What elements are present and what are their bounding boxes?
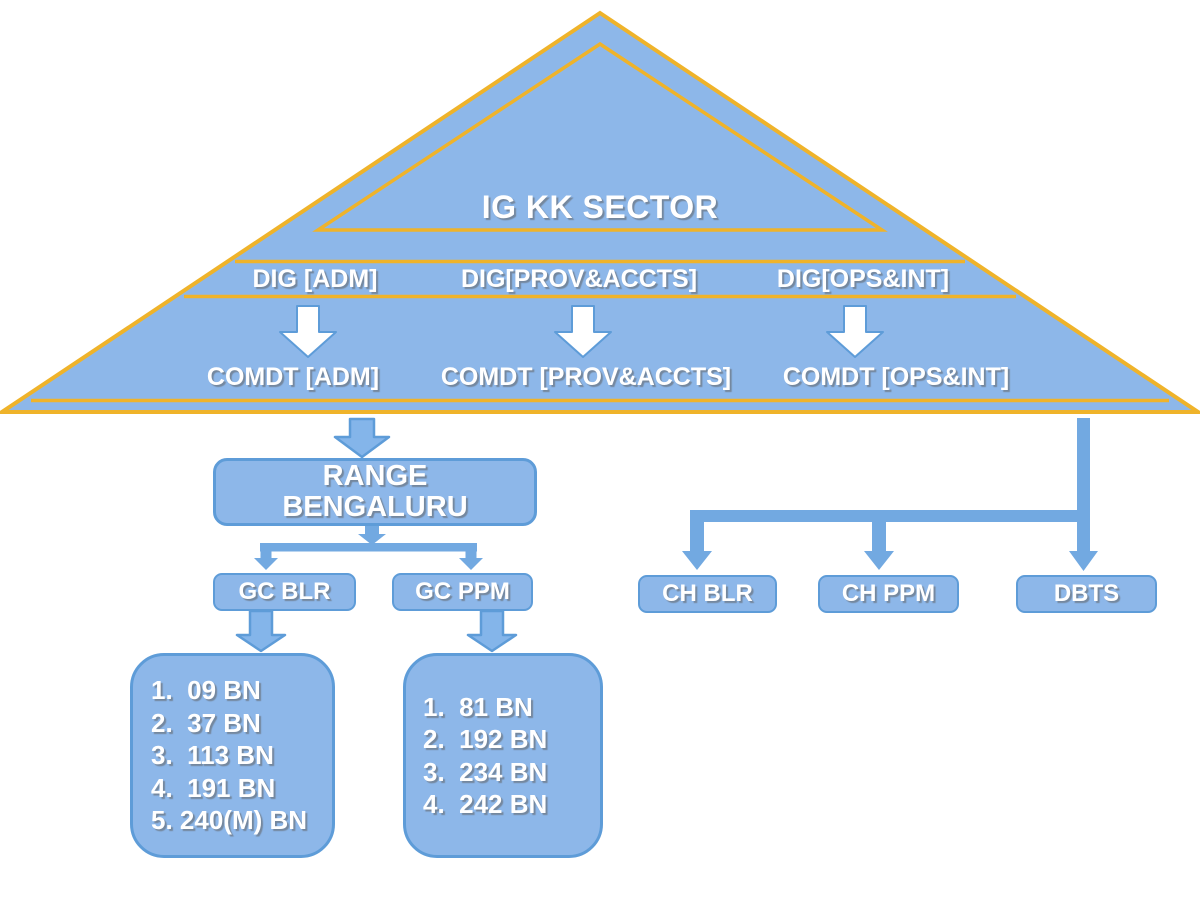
comdt-ops-int-label: COMDT [OPS&INT]: [782, 363, 1010, 391]
right-branch-horizontal-bar: [690, 510, 1090, 522]
pyramid-title: IG KK SECTOR: [481, 189, 719, 225]
drop-arrowhead-ch-ppm: [864, 551, 894, 570]
white-down-arrow-prov: [554, 305, 612, 358]
range-connector-bar: [260, 543, 477, 552]
right-branch-vertical-line: [1077, 418, 1090, 552]
drop-arrowhead-ch-blr: [682, 551, 712, 570]
block-arrow-gc-ppm-list: [466, 609, 518, 653]
dig-prov-accts-label: DIG[PROV&ACCTS]: [460, 265, 698, 293]
white-down-arrow-ops: [826, 305, 884, 358]
gc-blr-box: GC BLR: [213, 573, 356, 611]
block-arrow-gc-blr-list: [235, 609, 287, 653]
drop-arrow-gc-ppm: [459, 543, 483, 570]
pyramid-inner-border-triangle: [312, 41, 888, 232]
drop-stem-ch-ppm: [872, 510, 886, 552]
range-connector-arrow: [358, 526, 386, 545]
comdt-adm-label: COMDT [ADM]: [206, 363, 380, 391]
dbts-box: DBTS: [1016, 575, 1157, 613]
drop-arrowhead-dbts: [1069, 551, 1098, 571]
comdt-prov-accts-label: COMDT [PROV&ACCTS]: [440, 363, 732, 391]
dig-ops-int-label: DIG[OPS&INT]: [776, 265, 950, 293]
block-arrow-to-range: [333, 417, 391, 459]
ch-ppm-box: CH PPM: [818, 575, 959, 613]
white-down-arrow-adm: [279, 305, 337, 358]
dig-adm-label: DIG [ADM]: [252, 265, 378, 293]
drop-stem-ch-blr: [690, 510, 704, 552]
drop-arrow-gc-blr: [254, 543, 278, 570]
ch-blr-box: CH BLR: [638, 575, 777, 613]
gc-ppm-box: GC PPM: [392, 573, 533, 611]
